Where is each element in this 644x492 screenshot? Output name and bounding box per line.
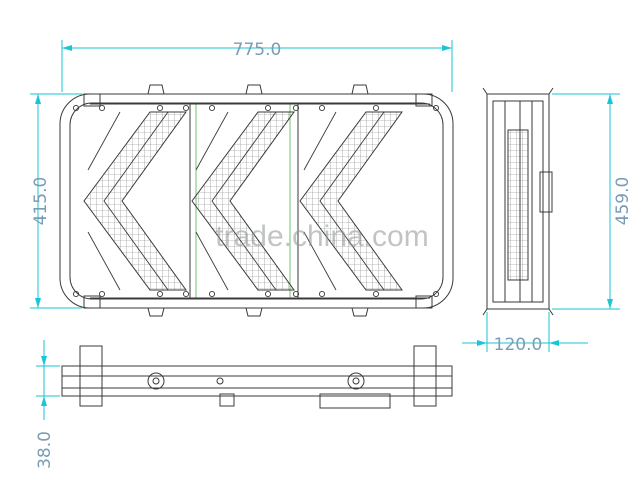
mounting-hole bbox=[72, 290, 80, 298]
side-inner-frame bbox=[492, 100, 544, 303]
chevron-mesh-panels bbox=[83, 111, 403, 291]
dim-depth-label: 120.0 bbox=[494, 335, 543, 355]
side-corner-marks bbox=[482, 87, 554, 316]
dim-height-label: 415.0 bbox=[31, 177, 51, 226]
chevron-panel-3 bbox=[299, 111, 403, 291]
mounting-hole bbox=[372, 104, 380, 112]
chevron-panel-1 bbox=[83, 111, 187, 291]
mounting-hole bbox=[72, 104, 80, 112]
bottom-knob-right bbox=[347, 372, 365, 390]
watermark-text: trade.china.com bbox=[215, 220, 428, 253]
mounting-hole bbox=[264, 290, 272, 298]
mounting-hole bbox=[156, 290, 164, 298]
side-view bbox=[482, 87, 554, 316]
dim-width-label: 775.0 bbox=[233, 40, 282, 60]
mounting-holes bbox=[72, 104, 440, 298]
corner-bracket-bl bbox=[83, 295, 101, 309]
mounting-hole bbox=[156, 104, 164, 112]
front-bottom-tabs bbox=[147, 307, 369, 317]
dim-bottom-height-arrows bbox=[41, 356, 47, 406]
mounting-hole bbox=[208, 290, 216, 298]
bottom-knob-left-center bbox=[152, 377, 160, 385]
dim-bottom-height-label: 38.0 bbox=[35, 431, 55, 469]
mounting-hole bbox=[98, 290, 106, 298]
corner-bracket-tl bbox=[83, 93, 101, 107]
front-top-tabs bbox=[147, 84, 369, 95]
mounting-hole bbox=[318, 290, 326, 298]
corner-bracket-br bbox=[415, 295, 433, 309]
front-outer-frame bbox=[59, 93, 454, 309]
bottom-view bbox=[61, 345, 453, 409]
bottom-module-box bbox=[319, 393, 391, 409]
mounting-hole bbox=[292, 104, 300, 112]
side-outer-frame bbox=[486, 93, 550, 310]
bottom-left-bracket bbox=[79, 345, 103, 407]
bottom-knob-right-center bbox=[352, 377, 360, 385]
dim-side-height-label: 459.0 bbox=[613, 177, 633, 226]
side-handle bbox=[539, 171, 553, 213]
chevron-inner-lines-3 bbox=[303, 111, 385, 291]
mounting-hole bbox=[292, 290, 300, 298]
mounting-hole bbox=[432, 290, 440, 298]
mounting-hole bbox=[264, 104, 272, 112]
mounting-hole bbox=[432, 104, 440, 112]
chevron-inner-lines-2 bbox=[195, 111, 277, 291]
side-mesh bbox=[507, 129, 529, 281]
front-inner-frame bbox=[69, 102, 444, 300]
mounting-hole bbox=[182, 104, 190, 112]
chevron-panel-2 bbox=[191, 111, 295, 291]
corner-bracket-tr bbox=[415, 93, 433, 107]
mounting-hole bbox=[208, 104, 216, 112]
dimension-lines bbox=[30, 40, 620, 420]
bottom-right-bracket bbox=[413, 345, 437, 407]
mounting-hole bbox=[318, 104, 326, 112]
mounting-hole bbox=[182, 290, 190, 298]
mounting-hole bbox=[372, 290, 380, 298]
mounting-hole bbox=[98, 104, 106, 112]
chevron-inner-lines-1 bbox=[87, 111, 169, 291]
bottom-screw bbox=[216, 377, 224, 385]
bottom-knob-left bbox=[147, 372, 165, 390]
bottom-small-box bbox=[219, 393, 235, 407]
bottom-outer-frame bbox=[61, 365, 453, 397]
